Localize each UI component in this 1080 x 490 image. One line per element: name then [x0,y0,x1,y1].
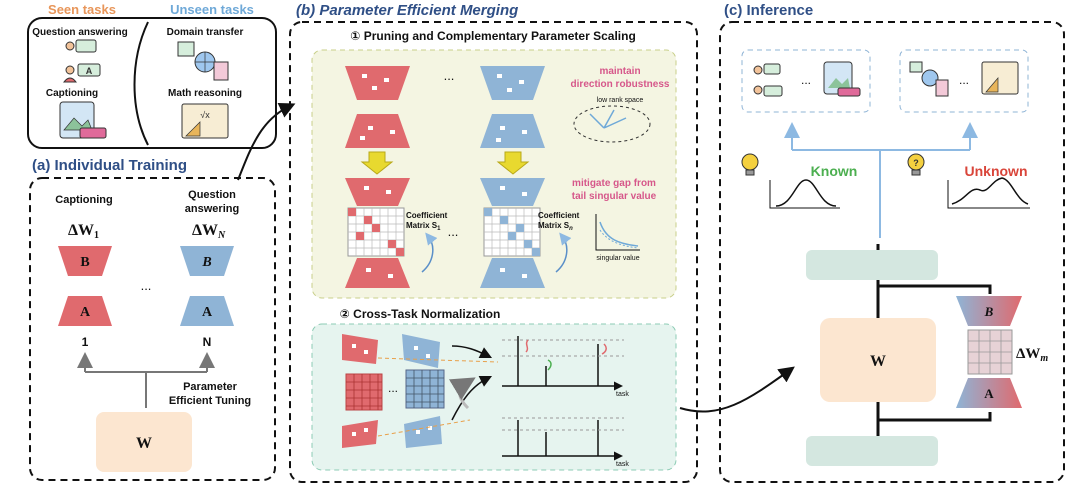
inference-section: (c) Inference ... ... [719,2,1065,483]
ellipsis-b1: ... [444,68,455,83]
captioning-label: Captioning [55,194,112,206]
merged-lora-a [956,378,1022,408]
svg-text:A: A [86,66,93,76]
tasks-panel: Seen tasks Unseen tasks Question answeri… [27,2,277,149]
ellipsis-c2: ... [959,73,969,87]
coef-left-1: Coefficient [406,211,448,220]
low-rank-ellipse [573,105,651,143]
coef-left-2: Matrix S1 [406,221,441,232]
lora-b-right-label: B [201,255,211,270]
lightbulb-icon [741,153,759,176]
output-layer [806,250,938,280]
delta-w-m: ΔWm [1016,346,1048,364]
coefficient-matrix-left [347,207,405,257]
tuning-label-2: Efficient Tuning [169,395,251,407]
gap-line-2: tail singular value [572,191,657,202]
known-label: Known [811,163,858,179]
delta-w-1: ΔW1 [68,222,99,241]
tuning-arrows [77,352,215,408]
merge-b-blue-bottom [480,178,545,206]
down-arrow-icon [360,151,394,175]
lora-b-left [58,246,112,276]
base-weight-a-label: W [136,435,152,452]
unseen-task-domain: Domain transfer [167,27,244,38]
task-plot-bottom [502,420,623,461]
ellipsis-b3: ... [388,381,398,395]
lora-a-left-label: A [80,305,91,320]
task-axis-top: task [616,391,629,398]
math-board-icon: √x [181,103,229,139]
qa-card-icon: A [62,39,101,83]
globe-transfer-icon [177,41,229,81]
robust-line-1: maintain [599,66,640,77]
math-board-icon-c [981,61,1019,95]
merge-b-red-bottom [345,178,410,206]
step1-title: ① Pruning and Complementary Parameter Sc… [350,29,636,43]
grid-right [405,369,445,409]
unseen-task-math: Math reasoning [168,88,242,99]
step2-panel [311,323,677,471]
task-axis-bottom: task [616,461,629,468]
curved-arrow-icon [237,102,296,181]
base-weight-c [820,318,936,402]
merged-lora-b-label: B [984,304,994,319]
input-layer [806,436,938,466]
section-c-title: (c) Inference [724,2,813,19]
robust-line-2: direction robustness [571,79,670,90]
lora-b-left-label: B [80,255,89,270]
merged-lora-a-label: A [984,386,994,401]
seen-tasks-title: Seen tasks [48,2,116,17]
lora-a-left [58,296,112,326]
delta-w-n: ΔWN [192,222,226,241]
unknown-label: Unknown [965,163,1028,179]
merge-b-red-top [345,66,410,100]
down-arrow-icon-right [496,151,530,175]
lora-a-right-label: A [202,305,213,320]
tuning-label-1: Parameter [183,381,238,393]
base-weight-a [96,412,192,472]
lora-a-right [180,296,234,326]
coef-right-2: Matrix Sn [538,221,573,232]
coef-right-1: Coefficient [538,211,580,220]
seen-task-qa: Question answering [32,27,128,38]
lora-b-right [180,246,234,276]
ellipsis-a: ... [141,278,152,293]
grid-left [345,373,383,411]
gap-line-1: mitigate gap from [572,178,656,189]
low-rank-label: low rank space [597,97,644,104]
merge-a-blue-bottom [480,258,545,288]
ellipsis-c1: ... [801,73,811,87]
seen-task-captioning: Captioning [46,88,98,99]
qa-label-line1: Question [188,189,236,201]
merge-a-red-bottom [345,258,410,288]
index-1: 1 [82,335,89,349]
question-lightbulb-icon: ? [907,153,925,176]
section-a-title: (a) Individual Training [32,157,187,174]
merged-grid [967,329,1013,375]
base-weight-c-label: W [870,353,886,370]
individual-training-section: (a) Individual Training Captioning Quest… [29,157,276,481]
task-plot-top [502,336,623,391]
caption-image-icon [59,101,107,139]
caption-image-icon-c [823,61,861,97]
coefficient-matrix-right [483,207,541,257]
qa-card-icon-c [753,63,783,97]
step2-title: ② Cross-Task Normalization [340,307,501,321]
qa-label-line2: answering [185,203,239,215]
section-b-title: (b) Parameter Efficient Merging [296,2,518,19]
svg-text:√x: √x [200,110,210,120]
ellipsis-b2: ... [448,224,459,239]
merged-lora-b [956,296,1022,326]
singular-value-label: singular value [596,255,639,262]
unseen-tasks-title: Unseen tasks [170,2,254,17]
globe-transfer-icon-c [909,61,949,97]
curved-arrow-icon-2 [679,366,795,413]
svg-text:?: ? [913,158,919,168]
index-n: N [203,335,212,349]
merge-b-blue-top [480,66,545,100]
merging-section: (b) Parameter Efficient Merging ① Prunin… [289,2,698,483]
